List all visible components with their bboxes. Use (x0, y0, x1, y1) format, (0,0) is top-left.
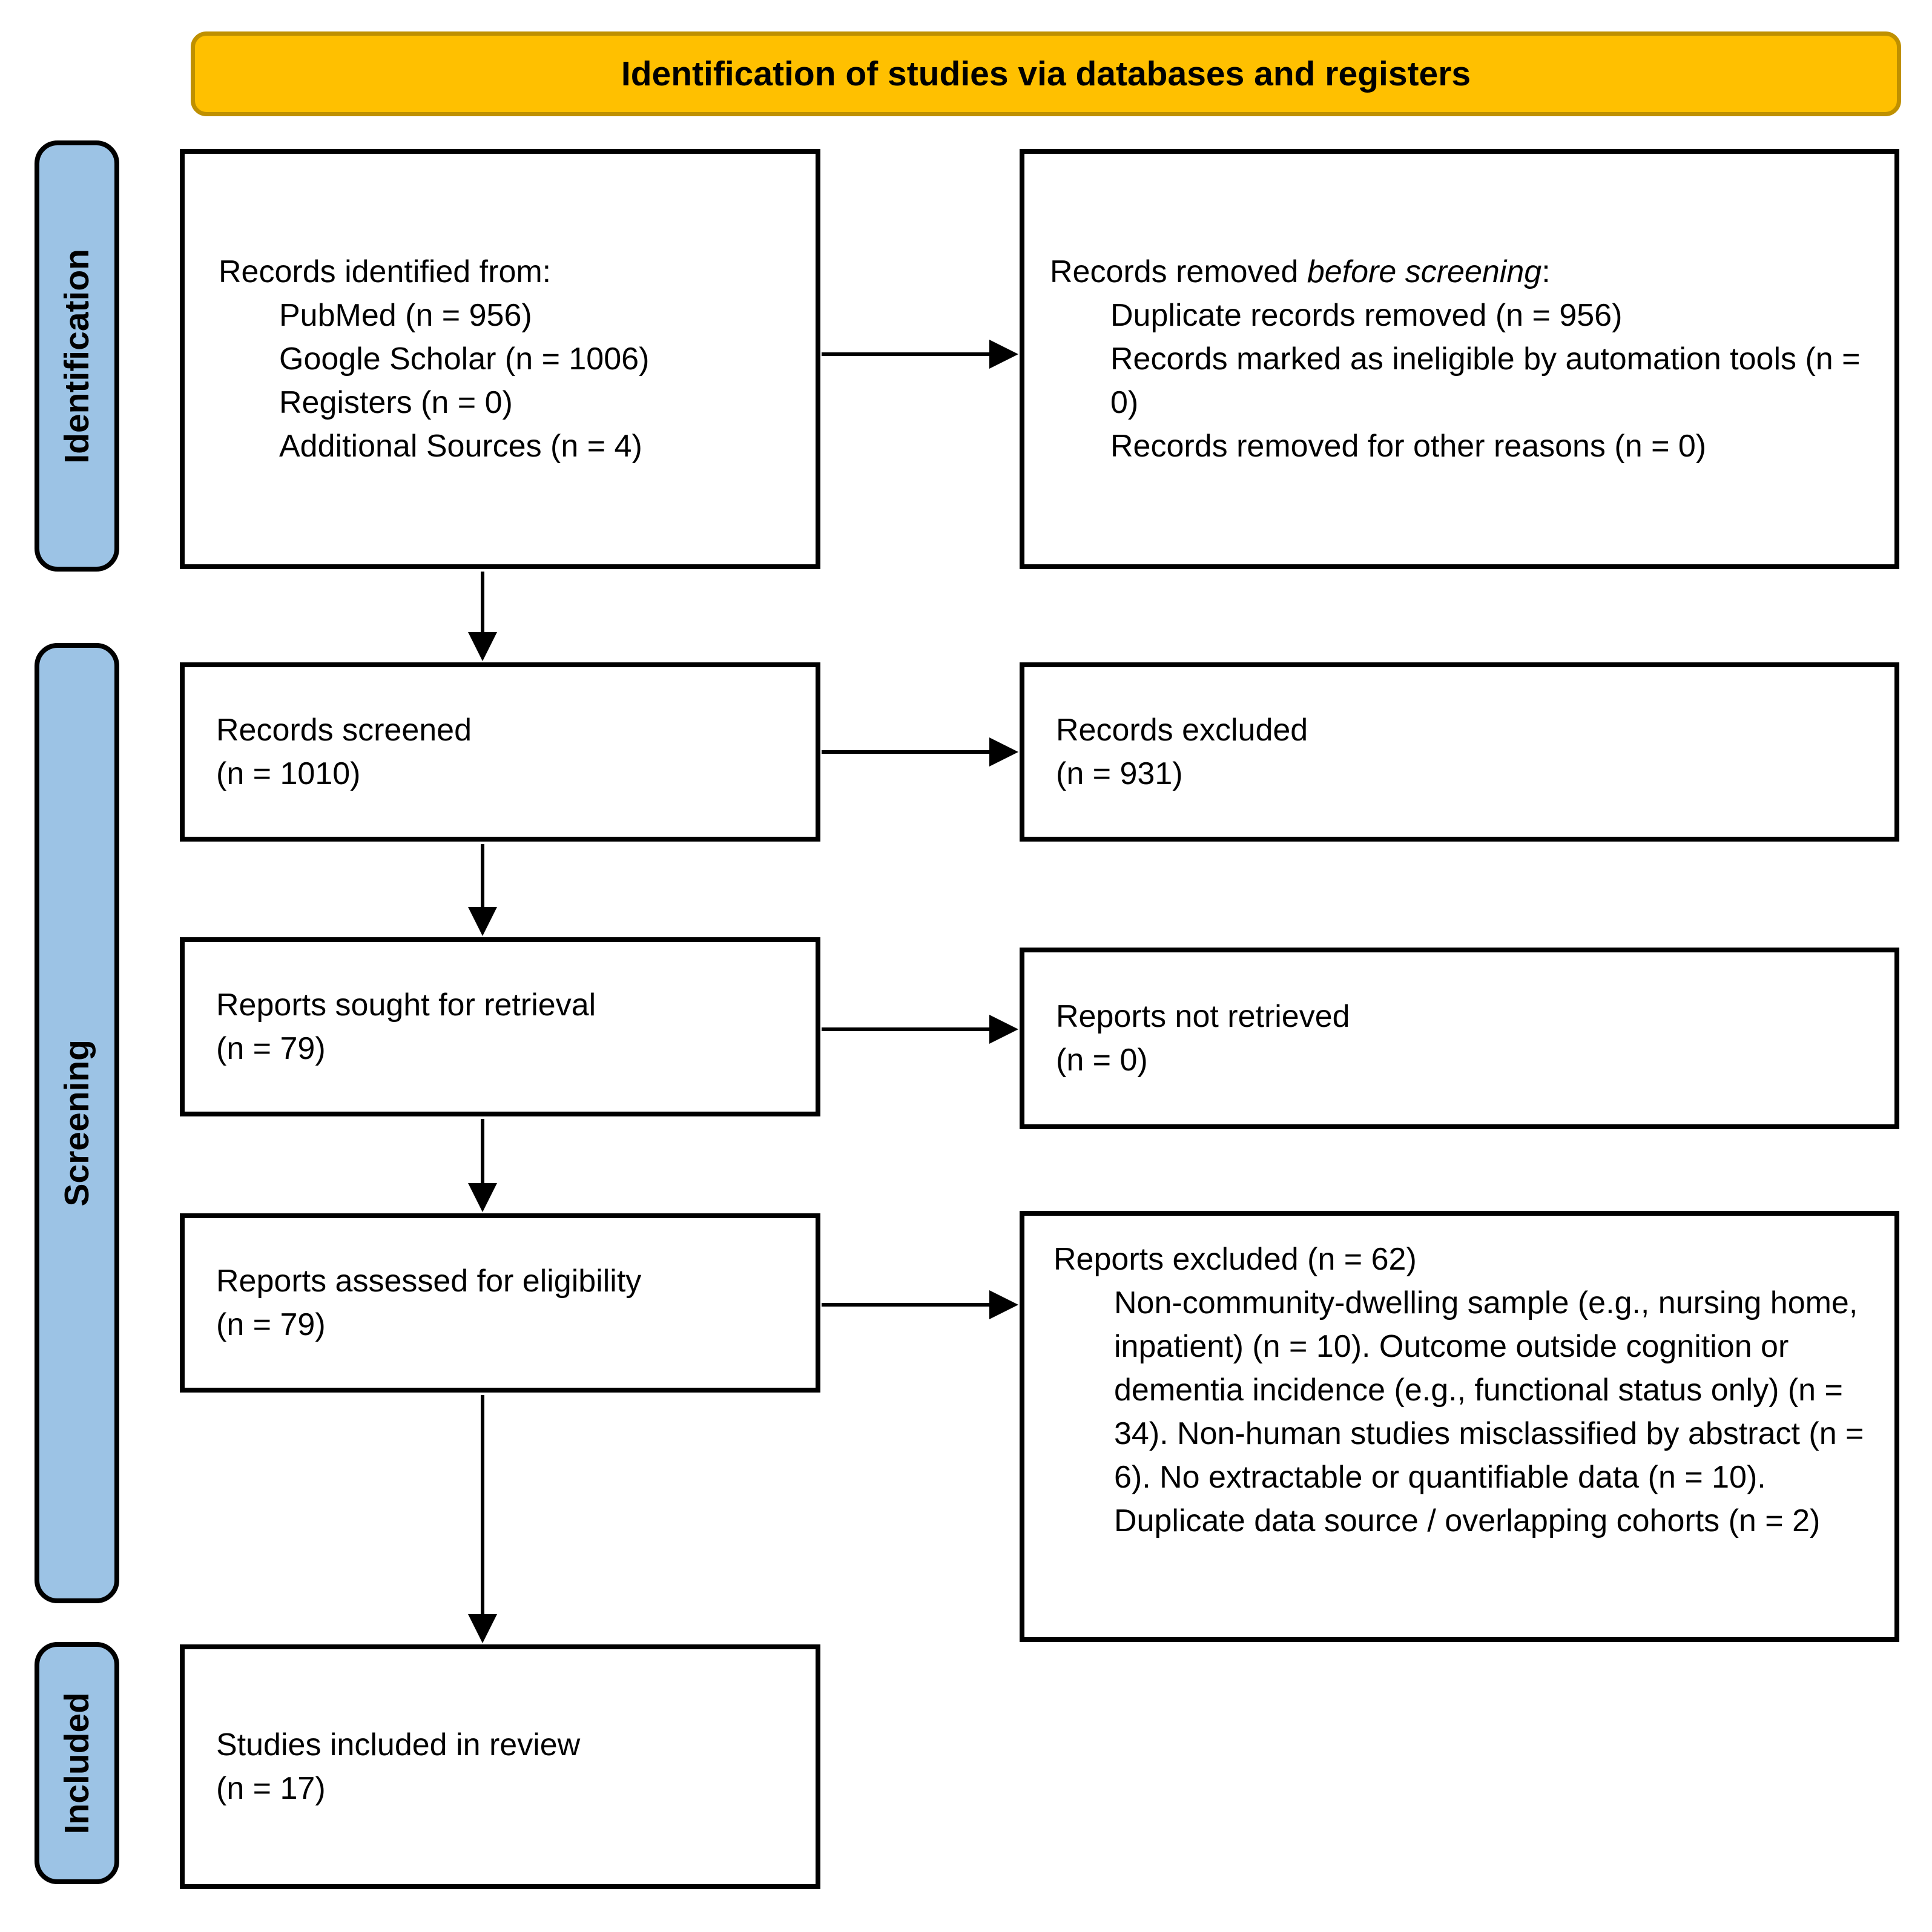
records-identified-item: Google Scholar (n = 1006) (279, 341, 650, 377)
reports-sought-label: Reports sought for retrieval (216, 987, 596, 1023)
stage-label-identification: Identification (35, 140, 119, 572)
stage-label-included-text: Included (58, 1692, 96, 1835)
title-banner: Identification of studies via databases … (191, 31, 1901, 116)
records-removed-item: Records marked as ineligible by automati… (1110, 341, 1861, 420)
records-excluded-count: (n = 931) (1056, 756, 1183, 791)
box-records-excluded: Records excluded (n = 931) (1020, 662, 1899, 842)
reports-not-retrieved-count: (n = 0) (1056, 1043, 1148, 1078)
box-studies-included-in-review: Studies included in review (n = 17) (180, 1644, 820, 1889)
studies-included-count: (n = 17) (216, 1771, 326, 1806)
reports-excluded-title: Reports excluded (n = 62) (1053, 1242, 1417, 1277)
records-removed-title-emphasis: before screening (1307, 254, 1542, 289)
studies-included-label: Studies included in review (216, 1727, 581, 1762)
box-records-removed-before-screening: Records removed before screening: Duplic… (1020, 149, 1899, 569)
box-reports-sought-for-retrieval: Reports sought for retrieval (n = 79) (180, 937, 820, 1116)
records-identified-item: Additional Sources (n = 4) (279, 429, 642, 464)
box-reports-assessed-for-eligibility: Reports assessed for eligibility (n = 79… (180, 1213, 820, 1393)
records-screened-label: Records screened (216, 713, 472, 748)
box-reports-not-retrieved: Reports not retrieved (n = 0) (1020, 948, 1899, 1129)
box-records-screened: Records screened (n = 1010) (180, 662, 820, 842)
stage-label-included: Included (35, 1642, 119, 1884)
records-identified-item: PubMed (n = 956) (279, 298, 532, 333)
reports-sought-count: (n = 79) (216, 1031, 326, 1066)
stage-label-identification-text: Identification (58, 248, 96, 464)
records-identified-item: Registers (n = 0) (279, 385, 513, 420)
records-removed-title-prefix: Records removed (1050, 254, 1307, 289)
records-removed-title-suffix: : (1541, 254, 1551, 289)
records-identified-title: Records identified from: (219, 254, 552, 289)
reports-excluded-reasons: Non-community-dwelling sample (e.g., nur… (1114, 1285, 1864, 1538)
reports-not-retrieved-label: Reports not retrieved (1056, 999, 1350, 1034)
reports-assessed-count: (n = 79) (216, 1307, 326, 1342)
records-removed-item: Duplicate records removed (n = 956) (1110, 298, 1623, 333)
box-reports-excluded-with-reasons: Reports excluded (n = 62) Non-community-… (1020, 1211, 1899, 1642)
stage-label-screening-text: Screening (58, 1040, 96, 1207)
records-removed-item: Records removed for other reasons (n = 0… (1110, 429, 1707, 464)
records-removed-title: Records removed before screening: (1050, 250, 1876, 294)
stage-label-screening: Screening (35, 643, 119, 1603)
records-screened-count: (n = 1010) (216, 756, 361, 791)
title-banner-text: Identification of studies via databases … (621, 54, 1471, 93)
records-excluded-label: Records excluded (1056, 713, 1308, 748)
reports-assessed-label: Reports assessed for eligibility (216, 1264, 642, 1299)
box-records-identified: Records identified from: PubMed (n = 956… (180, 149, 820, 569)
